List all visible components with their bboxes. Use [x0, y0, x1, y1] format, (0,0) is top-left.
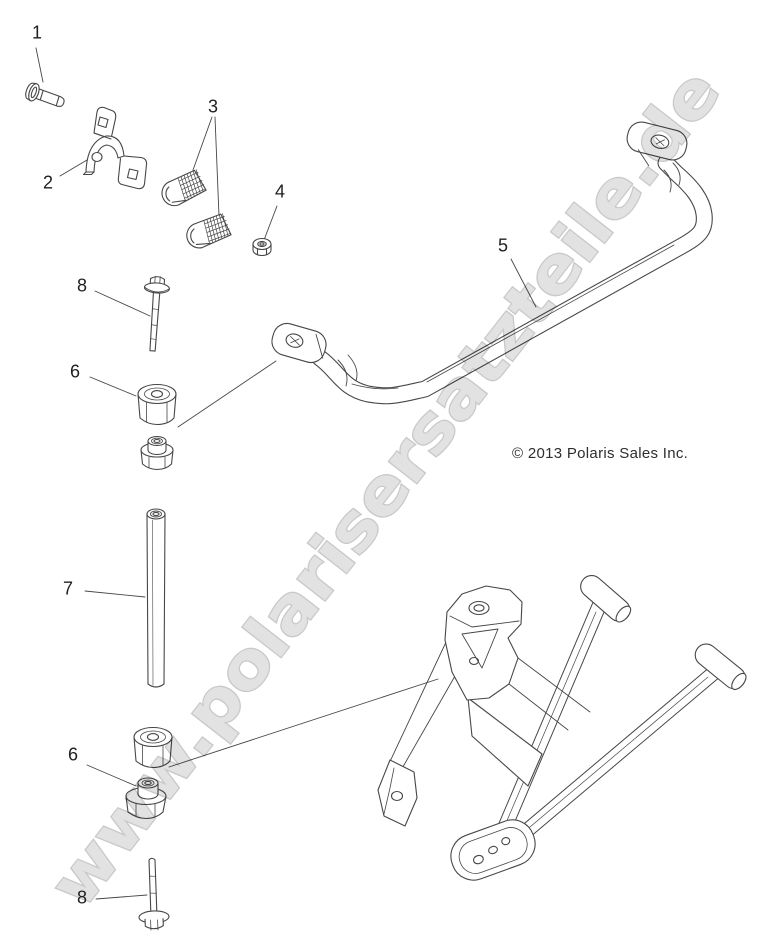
part-split-bushing-b: [186, 213, 232, 249]
callout-5-stabilizer-bar: 5: [497, 235, 509, 256]
part-flange-bolt-top: [143, 275, 170, 352]
leader-6-bottom: [86, 764, 137, 787]
leader-1: [35, 47, 44, 83]
callout-3-split-bushings: 3: [207, 96, 219, 117]
part-split-bushing-a: [161, 169, 207, 207]
leader-6-top: [89, 376, 137, 397]
callout-4-flange-nut: 4: [274, 181, 286, 202]
leader-5: [510, 258, 537, 308]
arm-front-bracket: [444, 585, 523, 701]
part-stabilizer-bar: [271, 121, 713, 405]
leader-2: [59, 159, 88, 177]
arm-side-blade: [377, 759, 418, 827]
callout-2-clamp-bracket: 2: [42, 172, 54, 193]
part-bushing-lower-set: [125, 726, 173, 820]
callout-6-bushings-bottom: 6: [67, 744, 79, 765]
copyright-text: © 2013 Polaris Sales Inc.: [512, 445, 689, 462]
leader-3b: [214, 116, 220, 217]
part-bushing-upper-set: [137, 383, 177, 471]
part-flange-nut: [252, 237, 272, 257]
part-clamp-bracket: [82, 106, 148, 190]
leader-4: [263, 205, 278, 241]
callout-8-bolt-top: 8: [76, 275, 88, 296]
callout-7-spacer-tube: 7: [62, 578, 74, 599]
leader-bushing-to-bar: [177, 360, 277, 428]
part-bolt-1: [25, 82, 65, 107]
callout-6-bushings-top: 6: [69, 361, 81, 382]
callout-1-bolt: 1: [31, 22, 43, 43]
part-flange-bolt-bottom: [138, 857, 170, 931]
leader-7: [84, 590, 146, 598]
leader-arm-to-bushing: [168, 678, 439, 768]
part-spacer-tube: [146, 508, 166, 688]
leader-8-bottom: [95, 894, 148, 900]
arm-mount-pad: [450, 819, 536, 881]
leader-8-top: [94, 290, 151, 317]
part-control-arm-assembly: [377, 574, 747, 881]
leader-3a: [192, 116, 213, 171]
callout-8-bolt-bottom: 8: [76, 887, 88, 908]
leader-lines: [35, 47, 537, 900]
